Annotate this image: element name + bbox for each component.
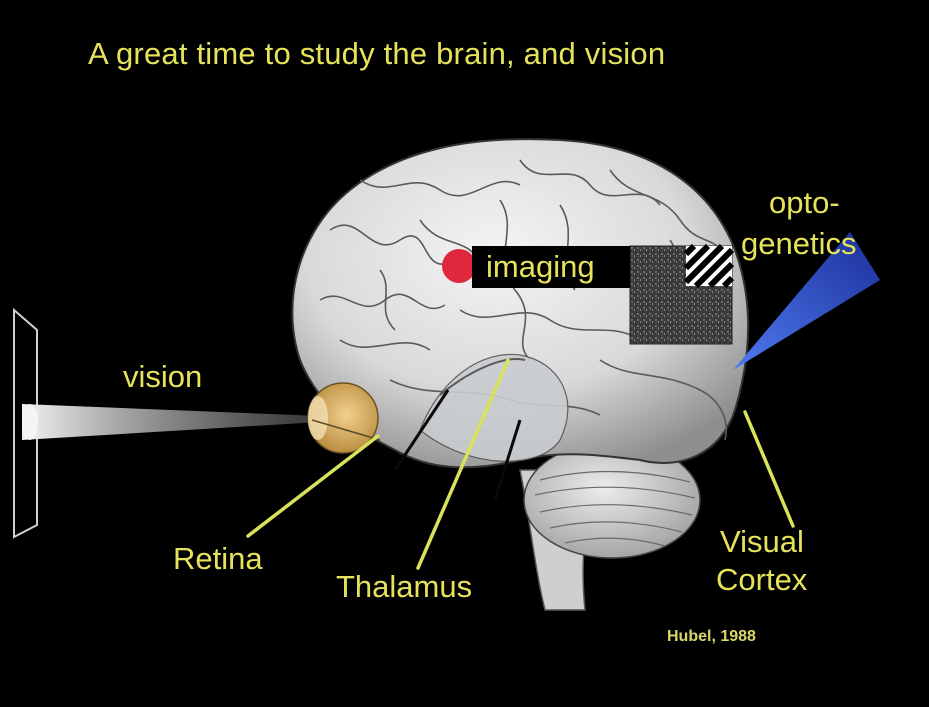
cerebrum bbox=[291, 138, 750, 469]
optic-nerve bbox=[311, 419, 381, 441]
slide-title: A great time to study the brain, and vis… bbox=[88, 36, 666, 71]
label-visual-cortex-line1: Visual bbox=[720, 524, 804, 559]
label-thalamus: Thalamus bbox=[336, 569, 473, 604]
visual-stimulus-screen bbox=[13, 307, 38, 539]
pathway-lines bbox=[393, 389, 522, 501]
stimulus-source bbox=[22, 404, 38, 440]
imaging-dot bbox=[442, 249, 476, 283]
citation-credit: Hubel, 1988 bbox=[667, 628, 756, 645]
label-optogenetics-line2: genetics bbox=[741, 226, 857, 261]
optogenetics-beam bbox=[733, 232, 880, 370]
ventricle bbox=[439, 358, 526, 396]
label-optogenetics-line1: opto- bbox=[769, 185, 840, 220]
pointer-lines bbox=[246, 358, 795, 570]
eye-lens bbox=[308, 396, 328, 440]
grating-stimulus bbox=[683, 243, 735, 289]
label-visual-cortex-line2: Cortex bbox=[716, 562, 808, 597]
label-vision: vision bbox=[123, 359, 203, 394]
cerebellum-folds bbox=[534, 470, 696, 547]
vision-beam bbox=[22, 404, 320, 440]
label-retina: Retina bbox=[173, 541, 263, 576]
label-imaging: imaging bbox=[472, 246, 630, 288]
